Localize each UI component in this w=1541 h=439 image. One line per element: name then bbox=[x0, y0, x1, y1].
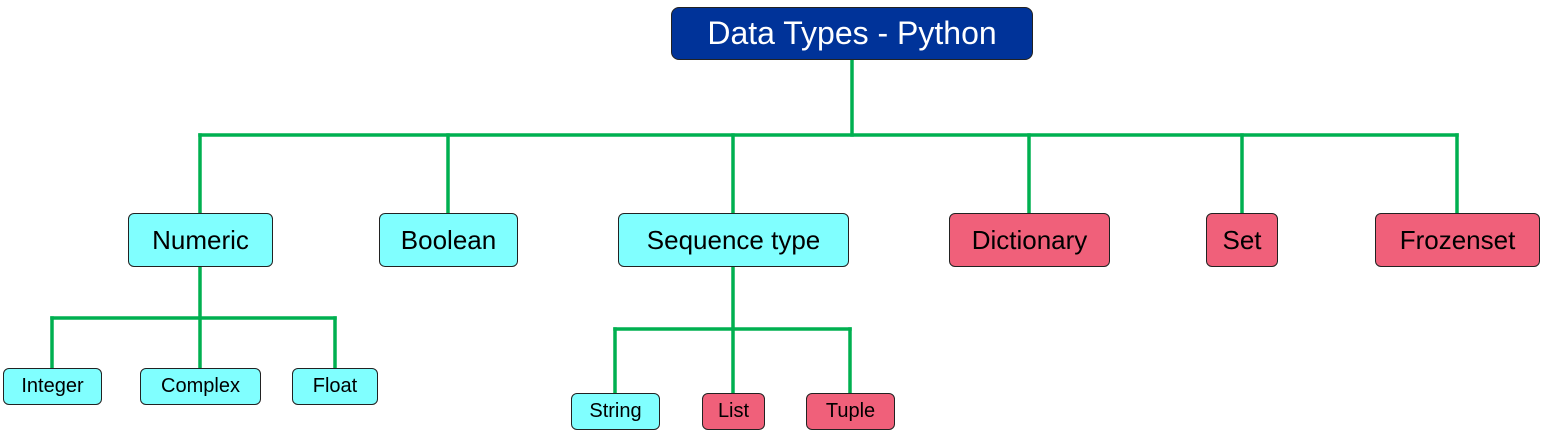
node-sequence-type: Sequence type bbox=[618, 213, 849, 267]
node-integer: Integer bbox=[3, 368, 102, 405]
node-complex: Complex bbox=[140, 368, 261, 405]
node-frozenset: Frozenset bbox=[1375, 213, 1540, 267]
node-numeric: Numeric bbox=[128, 213, 273, 267]
node-tuple: Tuple bbox=[806, 393, 895, 430]
node-boolean: Boolean bbox=[379, 213, 518, 267]
node-set: Set bbox=[1206, 213, 1278, 267]
root-node-data-types-python: Data Types - Python bbox=[671, 7, 1033, 60]
node-string: String bbox=[571, 393, 660, 430]
node-list: List bbox=[702, 393, 765, 430]
node-float: Float bbox=[292, 368, 378, 405]
node-dictionary: Dictionary bbox=[949, 213, 1110, 267]
